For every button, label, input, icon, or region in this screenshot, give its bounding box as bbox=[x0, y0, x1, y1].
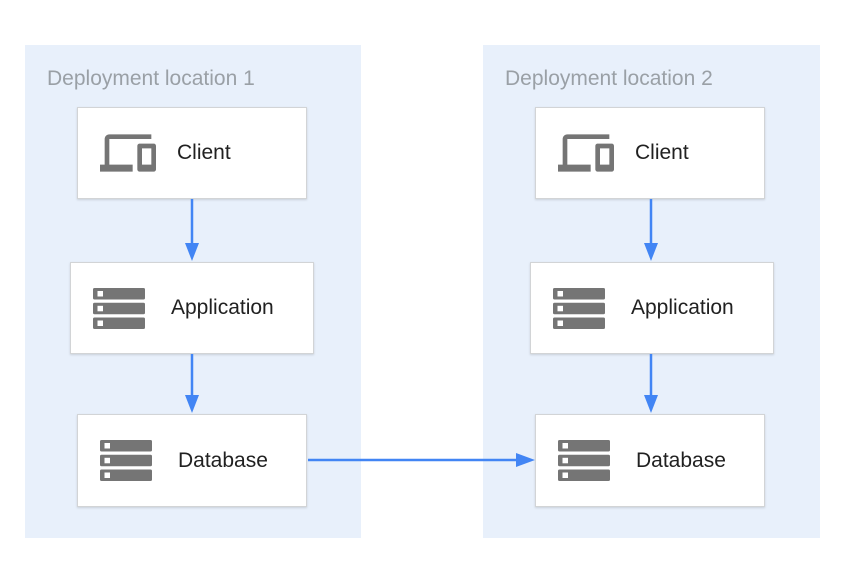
node-application-2: Application bbox=[530, 262, 774, 354]
node-client-2: Client bbox=[535, 107, 765, 199]
devices-icon bbox=[100, 134, 156, 172]
deployment-location-1-group: Deployment location 1 Client Application bbox=[25, 45, 361, 538]
node-label: Application bbox=[171, 296, 274, 319]
node-label: Client bbox=[177, 141, 231, 164]
deployment-location-2-group: Deployment location 2 Client Application bbox=[483, 45, 820, 538]
server-stack-icon bbox=[558, 440, 610, 481]
node-label: Application bbox=[631, 296, 734, 319]
node-client-1: Client bbox=[77, 107, 307, 199]
node-label: Client bbox=[635, 141, 689, 164]
server-stack-icon bbox=[93, 287, 145, 329]
server-stack-icon bbox=[553, 287, 605, 329]
node-database-2: Database bbox=[535, 414, 765, 507]
group-title: Deployment location 1 bbox=[47, 67, 255, 90]
node-label: Database bbox=[178, 448, 268, 472]
node-label: Database bbox=[636, 448, 726, 472]
node-application-1: Application bbox=[70, 262, 314, 354]
node-database-1: Database bbox=[77, 414, 307, 507]
server-stack-icon bbox=[100, 440, 152, 481]
group-title: Deployment location 2 bbox=[505, 67, 713, 90]
devices-icon bbox=[558, 134, 614, 172]
